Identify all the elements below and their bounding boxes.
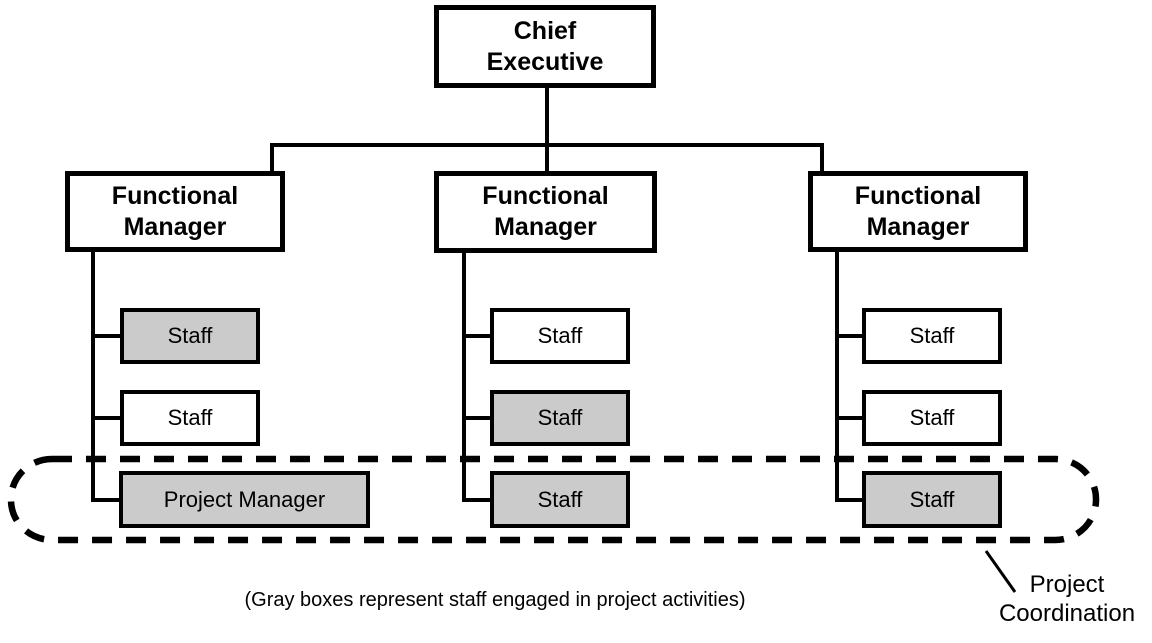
connector-stub xyxy=(91,416,122,420)
connector-stub xyxy=(462,416,492,420)
staff-label: Staff xyxy=(909,405,955,430)
chief-executive-box: Chief Executive xyxy=(434,5,656,88)
project-manager-box: Project Manager xyxy=(119,471,370,528)
connector-stub xyxy=(91,498,122,502)
staff-label: Staff xyxy=(537,323,583,348)
staff-box: Staff xyxy=(862,308,1002,364)
functional-manager-label: Functional Manager xyxy=(111,181,239,241)
staff-box: Staff xyxy=(862,390,1002,446)
functional-manager-box-3: Functional Manager xyxy=(808,171,1028,252)
staff-label: Staff xyxy=(537,405,583,430)
staff-label: Staff xyxy=(909,486,955,512)
staff-box: Staff xyxy=(862,471,1002,528)
connector-stub xyxy=(462,334,492,338)
staff-box: Staff xyxy=(120,390,260,446)
staff-box: Staff xyxy=(490,390,630,446)
chief-executive-label: Chief Executive xyxy=(486,16,604,76)
connector-stub xyxy=(835,498,864,502)
staff-label: Staff xyxy=(537,486,583,512)
connector-stub xyxy=(835,416,864,420)
project-manager-label: Project Manager xyxy=(163,486,326,512)
connector-stub xyxy=(835,334,864,338)
connector-column2-drop xyxy=(462,251,466,502)
functional-manager-box-1: Functional Manager xyxy=(65,171,285,252)
connector-branch-drop-left xyxy=(270,143,274,173)
figure-caption: (Gray boxes represent staff engaged in p… xyxy=(244,589,746,611)
connector-column1-drop xyxy=(91,250,95,502)
connector-chief-drop xyxy=(545,87,549,173)
functional-manager-box-2: Functional Manager xyxy=(434,171,657,253)
connector-stub xyxy=(462,498,492,502)
staff-label: Staff xyxy=(167,323,213,348)
functional-manager-label: Functional Manager xyxy=(854,181,982,241)
connector-stub xyxy=(91,334,122,338)
staff-box: Staff xyxy=(120,308,260,364)
staff-label: Staff xyxy=(909,323,955,348)
project-coordination-label: Project Coordination xyxy=(998,571,1136,627)
staff-box: Staff xyxy=(490,471,630,528)
connector-branch-horizontal xyxy=(270,143,824,147)
connector-branch-drop-right xyxy=(820,143,824,173)
staff-box: Staff xyxy=(490,308,630,364)
connector-column3-drop xyxy=(835,250,839,502)
staff-label: Staff xyxy=(167,405,213,430)
functional-manager-label: Functional Manager xyxy=(482,182,609,241)
